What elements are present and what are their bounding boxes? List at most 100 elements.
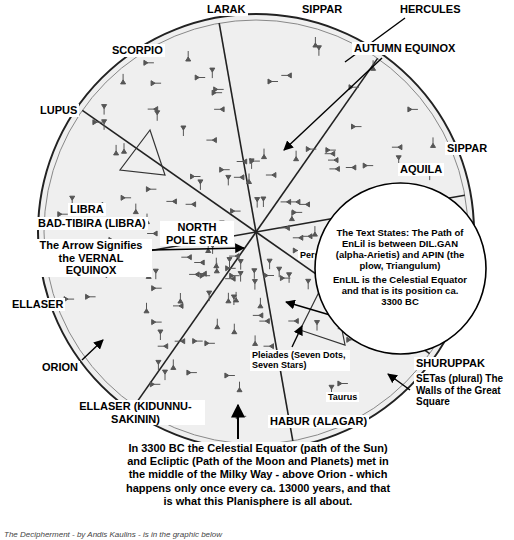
sector-line (219, 23, 256, 232)
wedge-tail (254, 283, 255, 290)
cuneiform-wedge (198, 180, 203, 190)
cuneiform-wedge (144, 60, 154, 65)
leader-arrow (292, 326, 302, 347)
wedge-tail (124, 143, 125, 150)
wedge-tail (233, 298, 234, 305)
cuneiform-wedge (232, 324, 237, 334)
cuneiform-wedge (152, 286, 162, 291)
wedge-tail (223, 169, 230, 170)
wedge-tail (183, 129, 184, 136)
cuneiform-wedge (408, 107, 418, 112)
wedge-tail (251, 162, 252, 169)
wedge-tail (217, 319, 218, 326)
cuneiform-wedge (238, 260, 243, 270)
wedge-tail (186, 204, 193, 205)
wedge-tail (155, 322, 162, 323)
wedge-tail (254, 272, 255, 279)
wedge-tail (314, 226, 315, 233)
wedge-tail (190, 372, 197, 373)
leader-arrow (284, 58, 382, 150)
cuneiform-wedge (363, 163, 373, 168)
wedge-tail (240, 275, 241, 282)
wedge-tail (302, 236, 309, 237)
wedge-tail (234, 177, 241, 178)
wedge-tail (318, 49, 319, 56)
cuneiform-wedge (215, 319, 220, 329)
cuneiform-wedge (306, 147, 316, 152)
wedge-tail (157, 114, 158, 121)
cuneiform-wedge (227, 258, 232, 268)
cuneiform-wedge (214, 107, 224, 112)
wedge-tail (166, 201, 173, 202)
wedge-tail (259, 321, 266, 322)
wedge-tail (96, 122, 103, 123)
wedge-tail (214, 109, 221, 110)
wedge-tail (198, 77, 205, 78)
wedge-tail (158, 346, 165, 347)
cuneiform-wedge (225, 373, 235, 378)
cuneiform-wedge (187, 370, 197, 375)
wedge-tail (196, 341, 203, 342)
cuneiform-wedge (326, 148, 336, 153)
planisphere-disk (38, 14, 474, 450)
wedge-tail (200, 183, 201, 190)
wedge-tail (293, 237, 300, 238)
cuneiform-wedge (300, 202, 310, 207)
wedge-tail (61, 214, 68, 215)
cuneiform-wedge (231, 209, 241, 214)
wedge-tail (67, 299, 74, 300)
cuneiform-wedge (181, 126, 186, 136)
cuneiform-wedge (155, 111, 160, 121)
cuneiform-wedge (193, 339, 203, 344)
wedge-tail (228, 178, 229, 185)
map-label: SETas (plural) The Walls of the Great Sq… (414, 373, 514, 408)
wedge-tail (296, 151, 297, 158)
wedge-tail (135, 204, 136, 211)
wedge-tail (217, 89, 224, 90)
wedge-tail (153, 384, 160, 385)
wedge-tail (263, 200, 264, 207)
wedge-tail (155, 272, 156, 279)
leader-arrow (237, 405, 239, 439)
cuneiform-wedge (122, 143, 127, 153)
cuneiform-wedge (277, 267, 282, 277)
cuneiform-wedge (281, 73, 291, 78)
wedge-tail (249, 174, 250, 181)
cuneiform-wedge (186, 202, 196, 207)
cuneiform-wedge (206, 138, 216, 143)
map-label: ELLASER (10, 298, 65, 311)
cuneiform-wedge (207, 291, 212, 301)
wedge-tail (233, 275, 240, 276)
wedge-tail (281, 201, 288, 202)
map-label: NORTH POLE STAR (160, 221, 234, 246)
wedge-tail (309, 149, 316, 150)
wedge-tail (181, 257, 188, 258)
cuneiform-wedge (214, 263, 219, 273)
wedge-tail (104, 108, 105, 115)
cuneiform-wedge (220, 167, 230, 172)
map-label: ELLASER (KIDUNNU-SAKININ) (66, 400, 205, 425)
cuneiform-wedge (226, 293, 231, 303)
map-label: LIBRA (68, 203, 106, 216)
cuneiform-wedge (266, 173, 276, 178)
cuneiform-wedge (253, 313, 263, 318)
wedge-tail (289, 276, 290, 283)
cuneiform-wedge (234, 175, 244, 180)
callout-circle: The Text States: The Path of EnLil is be… (314, 182, 487, 355)
wedge-tail (266, 175, 273, 176)
cuneiform-wedge (294, 151, 299, 161)
sector-line (134, 232, 256, 406)
wedge-tail (366, 165, 373, 166)
cuneiform-wedge (121, 74, 126, 84)
wedge-tail (206, 140, 213, 141)
cuneiform-wedge (226, 175, 231, 185)
leader-arrow (388, 374, 410, 390)
wedge-tail (215, 92, 222, 93)
cuneiform-wedge (86, 294, 96, 299)
cuneiform-wedge (293, 235, 303, 240)
cuneiform-wedge (237, 382, 242, 392)
sector-line (82, 110, 256, 232)
wedge-tail (147, 62, 154, 63)
cuneiform-wedge (306, 279, 311, 289)
wedge-tail (328, 160, 335, 161)
